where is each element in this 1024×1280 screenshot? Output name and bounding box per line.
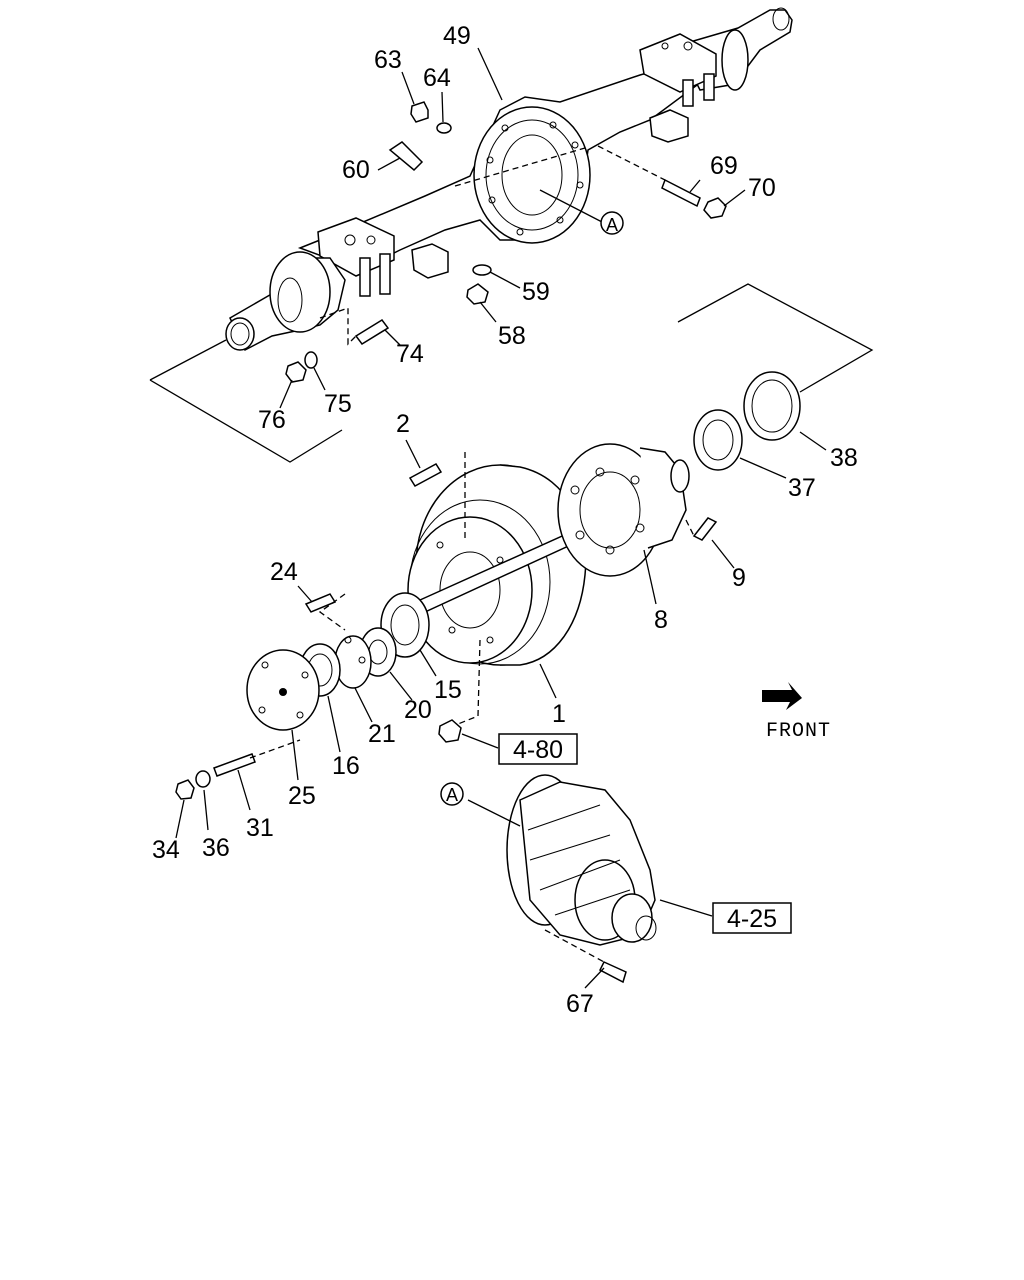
callout-16: 16 xyxy=(332,752,360,780)
svg-text:A: A xyxy=(446,785,458,805)
nut-70 xyxy=(703,197,727,219)
callout-8: 8 xyxy=(654,606,668,634)
callout-59: 59 xyxy=(522,278,550,306)
washer-75 xyxy=(304,351,318,369)
nut-63 xyxy=(410,101,429,123)
front-direction-indicator: FRONT xyxy=(762,682,831,743)
callout-9: 9 xyxy=(732,564,746,592)
callout-60: 60 xyxy=(342,156,370,184)
callout-1: 1 xyxy=(552,700,566,728)
callout-76: 76 xyxy=(258,406,286,434)
callout-63: 63 xyxy=(374,46,402,74)
front-arrow-icon xyxy=(762,682,802,710)
callout-34: 34 xyxy=(152,836,180,864)
callout-38: 38 xyxy=(830,444,858,472)
nut-34 xyxy=(175,779,195,800)
leader-lines xyxy=(149,47,874,989)
bolt-60 xyxy=(388,141,424,172)
callout-21: 21 xyxy=(368,720,396,748)
svg-text:4-25: 4-25 xyxy=(727,905,777,933)
callout-58: 58 xyxy=(498,322,526,350)
callout-75: 75 xyxy=(324,390,352,418)
bolt-74 xyxy=(354,319,390,345)
callout-37: 37 xyxy=(788,474,816,502)
ref-box-4-25[interactable]: 4-25 xyxy=(712,902,792,934)
callout-31: 31 xyxy=(246,814,274,842)
differential-carrier xyxy=(506,774,657,984)
callout-24: 24 xyxy=(270,558,298,586)
stud-69 xyxy=(661,178,701,208)
circle-ref-a-bottom: A xyxy=(440,782,464,806)
callout-74: 74 xyxy=(396,340,424,368)
washer-59 xyxy=(472,264,492,276)
washer-64 xyxy=(436,122,452,134)
callout-25: 25 xyxy=(288,782,316,810)
callout-49: 49 xyxy=(443,22,471,50)
callout-36: 36 xyxy=(202,834,230,862)
ref-box-4-80[interactable]: 4-80 xyxy=(498,733,578,765)
callout-20: 20 xyxy=(404,696,432,724)
callout-67: 67 xyxy=(566,990,594,1018)
part-callouts: 49 63 64 60 69 70 59 58 74 75 76 2 38 37… xyxy=(152,22,858,1018)
front-label: FRONT xyxy=(766,720,831,743)
plug-58 xyxy=(466,283,489,305)
callout-15: 15 xyxy=(434,676,462,704)
nut-76 xyxy=(285,361,307,383)
callout-2: 2 xyxy=(396,410,410,438)
washer-36 xyxy=(195,770,211,788)
wheel-assembly xyxy=(175,371,801,800)
fasteners-upper xyxy=(285,101,727,383)
axle-housing xyxy=(225,7,793,352)
callout-69: 69 xyxy=(710,152,738,180)
svg-text:4-80: 4-80 xyxy=(513,736,563,764)
callout-64: 64 xyxy=(423,64,451,92)
circle-ref-a-top: A xyxy=(600,211,624,235)
callout-70: 70 xyxy=(748,174,776,202)
svg-text:A: A xyxy=(606,215,618,235)
